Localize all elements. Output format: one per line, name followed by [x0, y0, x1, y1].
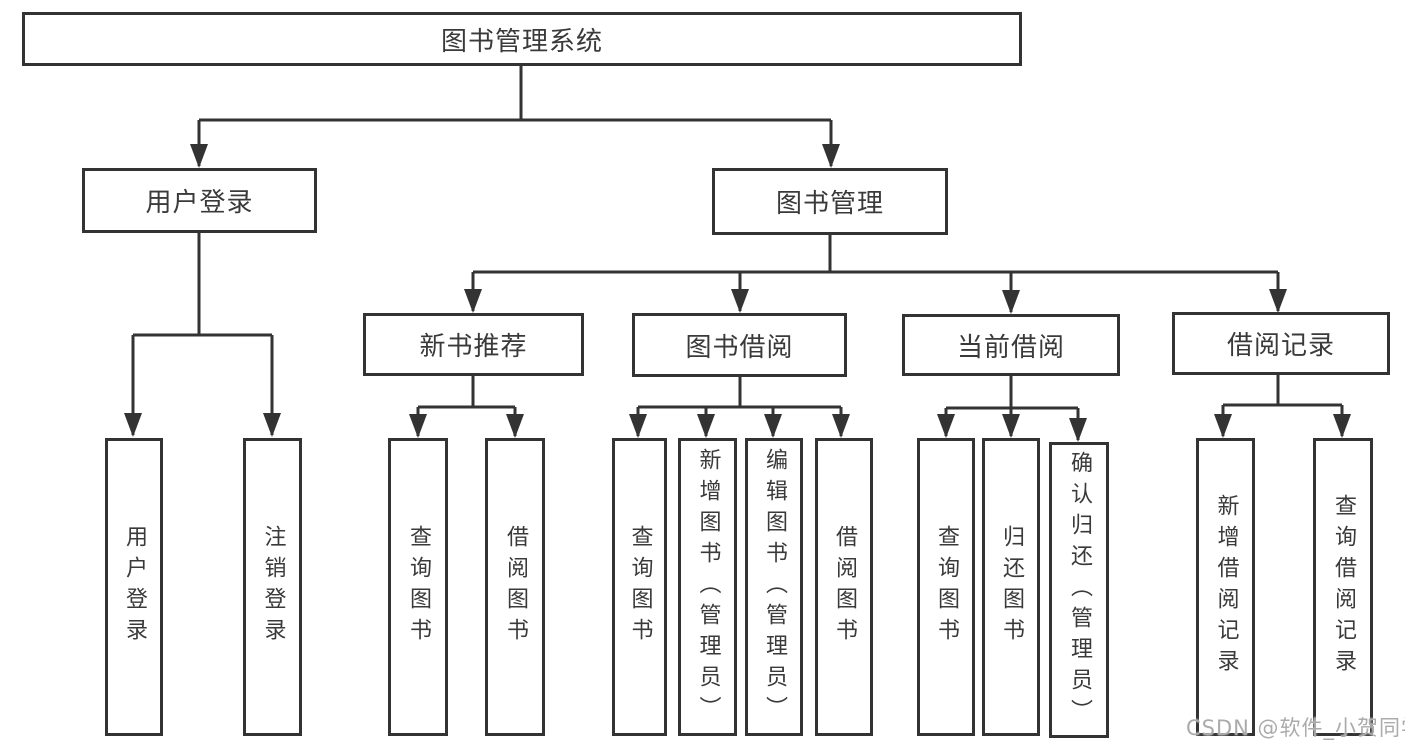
- csdn-watermark: CSDN @软件_小贺同学: [1186, 716, 1405, 740]
- node-book-borrow: 图书借阅: [632, 313, 847, 377]
- node-borrow-records: 借阅记录: [1172, 312, 1390, 375]
- leaf-recommend-query-books: 查询图书: [388, 438, 448, 736]
- leaf-logout: 注销登录: [243, 438, 302, 736]
- leaf-borrow-books: 借阅图书: [815, 438, 873, 736]
- leaf-return-books-label: 归还图书: [999, 525, 1024, 649]
- leaf-recommend-query-books-label: 查询图书: [406, 525, 431, 649]
- leaf-borrow-books-label: 借阅图书: [832, 525, 857, 649]
- leaf-add-borrow-record-label: 新增借阅记录: [1213, 494, 1239, 680]
- leaf-user-login: 用户登录: [105, 438, 163, 736]
- node-borrow-records-label: 借阅记录: [1226, 331, 1335, 361]
- leaf-confirm-return-admin: 确认归还（管理员）: [1049, 442, 1109, 738]
- leaf-add-books-admin: 新增图书（管理员）: [678, 438, 737, 736]
- leaf-borrow-query-books: 查询图书: [612, 438, 667, 736]
- leaf-current-query-books-label: 查询图书: [934, 525, 959, 649]
- leaf-logout-label: 注销登录: [260, 525, 286, 649]
- leaf-add-borrow-record: 新增借阅记录: [1196, 438, 1255, 736]
- node-user-login-label: 用户登录: [145, 188, 254, 218]
- node-current-borrow: 当前借阅: [902, 314, 1120, 376]
- leaf-recommend-borrow-books-label: 借阅图书: [503, 525, 528, 649]
- leaf-query-borrow-record: 查询借阅记录: [1313, 438, 1373, 736]
- node-current-borrow-label: 当前借阅: [956, 332, 1065, 363]
- node-book-management-label: 图书管理: [775, 189, 884, 219]
- leaf-return-books: 归还图书: [982, 438, 1040, 736]
- node-new-book-recommend-label: 新书推荐: [419, 332, 528, 362]
- leaf-confirm-return-admin-label: 确认归还（管理员）: [1067, 450, 1092, 730]
- node-root-label: 图书管理系统: [440, 26, 603, 57]
- node-book-borrow-label: 图书借阅: [685, 332, 794, 363]
- leaf-recommend-borrow-books: 借阅图书: [485, 438, 545, 736]
- leaf-current-query-books: 查询图书: [917, 438, 975, 736]
- arrowhead-icons: [124, 144, 1351, 442]
- leaf-query-borrow-record-label: 查询借阅记录: [1331, 494, 1356, 680]
- node-user-login: 用户登录: [82, 168, 317, 233]
- leaf-user-login-label: 用户登录: [122, 525, 147, 649]
- node-new-book-recommend: 新书推荐: [363, 313, 584, 376]
- leaf-edit-books-admin: 编辑图书（管理员）: [745, 438, 803, 736]
- leaf-borrow-query-books-label: 查询图书: [627, 525, 653, 649]
- node-root: 图书管理系统: [22, 12, 1022, 66]
- node-book-management: 图书管理: [712, 168, 948, 235]
- leaf-add-books-admin-label: 新增图书（管理员）: [695, 447, 721, 727]
- leaf-edit-books-admin-label: 编辑图书（管理员）: [762, 447, 787, 727]
